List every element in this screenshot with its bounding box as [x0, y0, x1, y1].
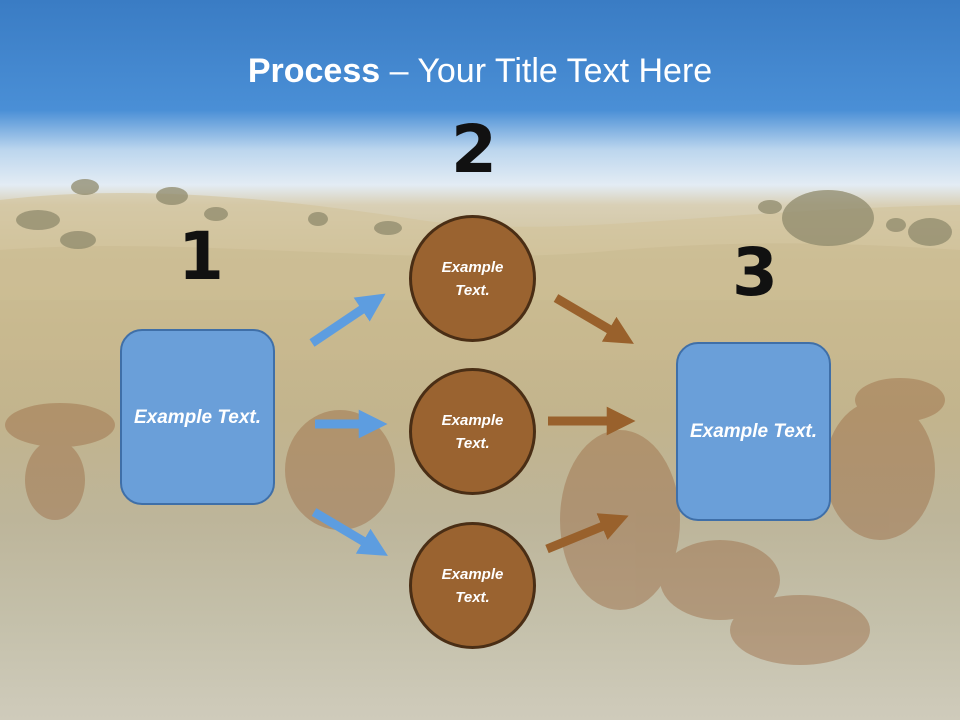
arrow-1-to-bottom [311, 508, 388, 556]
slide-title: Process – Your Title Text Here [0, 52, 960, 91]
step-1-box: Example Text. [120, 329, 275, 505]
title-rest: – Your Title Text Here [380, 52, 713, 90]
step-2-circle-middle: Example Text. [409, 368, 536, 495]
step-2-circle-top: Example Text. [409, 215, 536, 342]
arrow-1-to-top [309, 293, 386, 347]
title-bold: Process [247, 52, 381, 90]
arrow-top-to-3 [553, 294, 634, 344]
step-3-box: Example Text. [676, 342, 831, 521]
step-number-1: 1 [178, 218, 224, 295]
step-number-2: 2 [451, 111, 497, 188]
step-2-circle-bottom: Example Text. [409, 522, 536, 649]
arrow-bottom-to-3 [545, 513, 629, 554]
step-number-3: 3 [732, 234, 778, 311]
